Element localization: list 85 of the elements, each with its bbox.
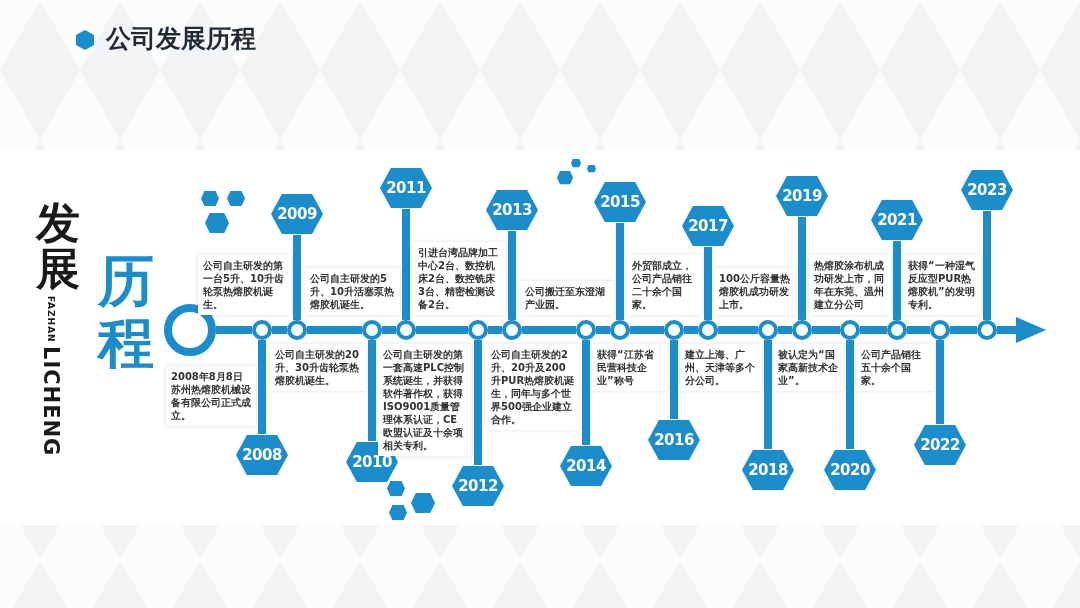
connector-line (936, 340, 944, 424)
year-label: 2019 (782, 187, 822, 205)
connector-line (616, 223, 624, 320)
connector-line (522, 326, 576, 334)
event-description: 建立上海、广州、天津等多个分公司。 (680, 344, 762, 391)
year-hexagon (451, 465, 505, 507)
year-hexagon (270, 193, 324, 235)
year-hexagon (681, 205, 735, 247)
connector-line (508, 231, 516, 320)
year-hexagon (823, 449, 877, 491)
connector-line (258, 340, 266, 434)
year-label: 2010 (352, 453, 392, 471)
connector-line (582, 340, 590, 445)
connector-line (272, 326, 287, 334)
year-hexagon (235, 434, 289, 476)
brush-lettering: 发展 (36, 200, 80, 293)
year-label: 2023 (967, 181, 1007, 199)
year-hexagon (593, 181, 647, 223)
year-label: 2018 (748, 461, 788, 479)
connector-line (704, 247, 712, 320)
connector-line (950, 326, 977, 334)
connector-line (670, 340, 678, 419)
brush-lettering: FAZHAN (46, 296, 55, 343)
year-label: 2015 (600, 193, 640, 211)
year-label: 2017 (688, 217, 728, 235)
event-description: 公司自主研发的2升、20升及200升PUR热熔胶机诞生，同年与多个世界500强企业建立合作。 (486, 344, 580, 430)
year-label: 2008 (242, 446, 282, 464)
connector-line (860, 326, 887, 334)
year-label: 2009 (277, 205, 317, 223)
connector-line (812, 326, 840, 334)
connector-line (216, 326, 252, 334)
year-hexagon (559, 445, 613, 487)
year-hexagon (960, 169, 1014, 211)
year-hexagon (741, 449, 795, 491)
timeline-arrow (997, 317, 1046, 343)
connector-line (846, 340, 854, 449)
year-label: 2011 (386, 179, 426, 197)
event-description: 公司搬迁至东澄湖产业园。 (520, 281, 614, 315)
year-hexagon (913, 424, 967, 466)
connector-line (907, 326, 930, 334)
brush-lettering: LICHENG (40, 346, 61, 457)
connector-line (778, 326, 792, 334)
year-label: 2020 (830, 461, 870, 479)
connector-line (718, 326, 758, 334)
year-label: 2021 (877, 211, 917, 229)
year-hexagon (775, 175, 829, 217)
event-description: 公司自主研发的20升、30升齿轮泵热熔胶机诞生。 (270, 344, 366, 391)
event-description: 被认定为“国家高新技术企业”。 (773, 344, 844, 391)
year-label: 2012 (458, 477, 498, 495)
page-title: 公司发展历程 (106, 23, 256, 55)
connector-line (488, 326, 502, 334)
connector-line (798, 217, 806, 320)
year-hexagon (647, 419, 701, 461)
event-description: 公司自主研发的5升、10升活塞泵热熔胶机诞生。 (305, 268, 400, 315)
connector-line (764, 340, 772, 449)
connector-line (630, 326, 664, 334)
brush-lettering: 历程 (98, 250, 154, 374)
connector-line (382, 326, 396, 334)
connector-line (416, 326, 468, 334)
event-description: 公司产品销往五十余个国家。 (856, 344, 934, 391)
connector-line (684, 326, 698, 334)
year-label: 2022 (920, 436, 960, 454)
connector-line (402, 209, 410, 320)
connector-line (293, 235, 301, 320)
connector-line (474, 340, 482, 465)
event-description: 获得“江苏省民营科技企业”称号 (592, 344, 668, 391)
event-description: 公司自主研发的第一套高速PLC控制系统诞生，并获得软件著作权，获得ISO9001质量管理体系认证，CE欧盟认证及十余项相关专利。 (378, 344, 472, 456)
year-hexagon (379, 167, 433, 209)
connector-line (596, 326, 610, 334)
event-description: 公司自主研发的第一台5升、10升齿轮泵热熔胶机诞生。 (198, 255, 291, 315)
year-label: 2013 (492, 201, 532, 219)
connector-line (983, 211, 991, 320)
connector-line (307, 326, 362, 334)
event-description: 获得“一种湿气反应型PUR热熔胶机”的发明专利。 (903, 255, 981, 315)
event-description: 2008年8月8日苏州热熔胶机械设备有限公司正式成立。 (166, 366, 256, 426)
event-description: 100公斤容量热熔胶机成功研发上市。 (714, 268, 796, 315)
year-hexagon (870, 199, 924, 241)
event-description: 引进台湾品牌加工中心2台、数控机床2台、数控铣床3台、精密检测设备2台。 (413, 242, 506, 315)
connector-line (368, 340, 376, 441)
year-hexagon (485, 189, 539, 231)
event-description: 热熔胶涂布机成功研发上市，同年在东莞、温州建立分公司 (809, 255, 891, 315)
connector-line (893, 241, 901, 320)
event-description: 外贸部成立，公司产品销往二十余个国家。 (627, 255, 702, 315)
year-label: 2014 (566, 457, 606, 475)
year-label: 2016 (654, 431, 694, 449)
